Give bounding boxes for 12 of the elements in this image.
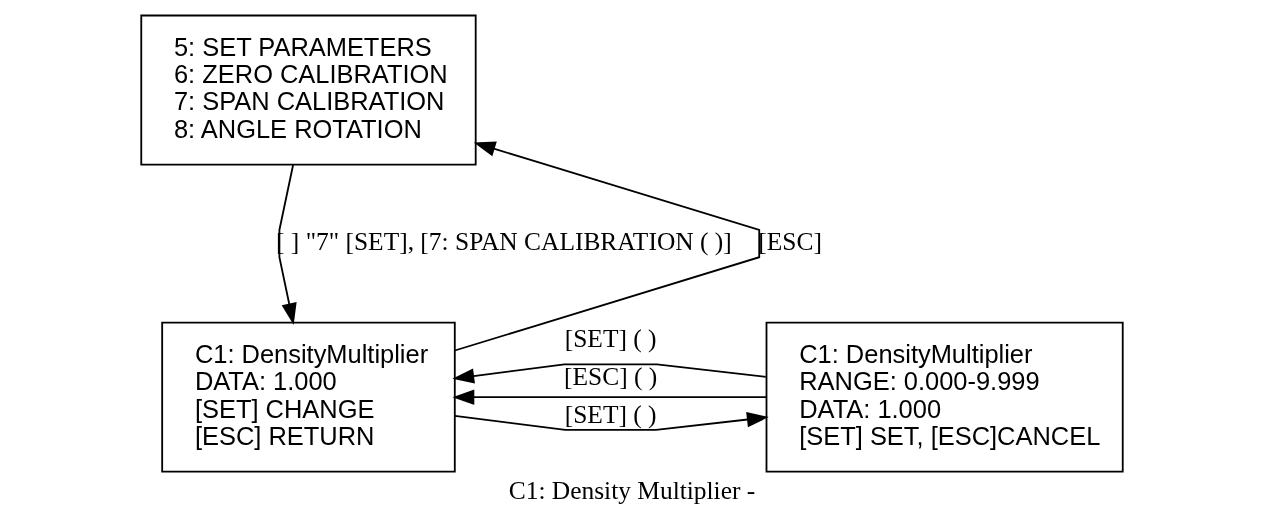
edge-label: [ESC] ( ) bbox=[564, 361, 658, 391]
node-box: C1: DensityMultiplier RANGE: 0.000-9.999 DATA: 1.000 [SET] SET, [ESC]CANCEL bbox=[765, 321, 1124, 473]
arrow bbox=[452, 363, 767, 384]
edge-label: [SET] ( ) bbox=[564, 323, 657, 353]
caption: C1: Density Multiplier - bbox=[508, 476, 756, 506]
edge-label: [ESC] bbox=[758, 227, 822, 257]
edge-label: [SET] ( ) bbox=[564, 399, 657, 429]
node-box: C1: DensityMultiplier DATA: 1.000 [SET] CHANGE [ESC] RETURN bbox=[161, 321, 456, 473]
node-box: 5: SET PARAMETERS 6: ZERO CALIBRATION 7: SPAN CALIBRATION 8: ANGLE ROTATION bbox=[140, 14, 477, 166]
arrow bbox=[453, 411, 769, 431]
arrow bbox=[453, 141, 761, 352]
arrow bbox=[452, 389, 768, 405]
